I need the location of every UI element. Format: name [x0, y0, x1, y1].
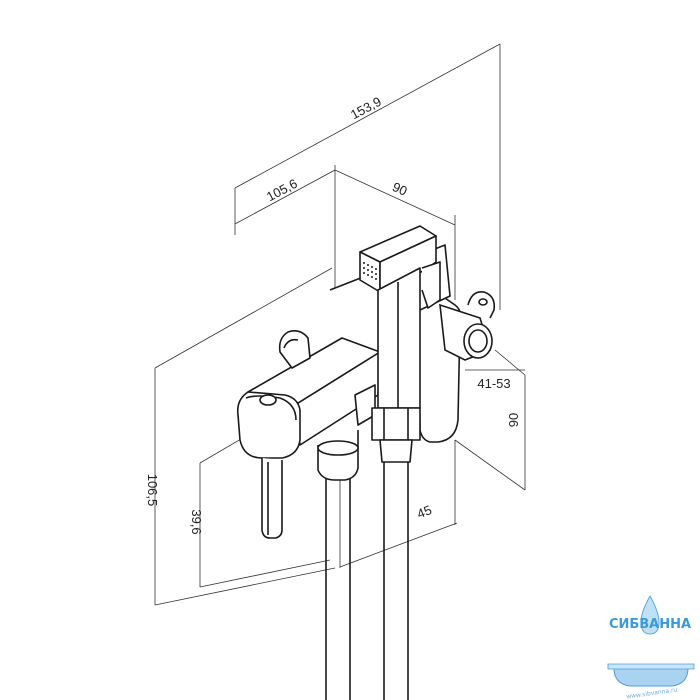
dim-total-height: 106,5 [145, 474, 160, 507]
dim-mount-height: 90 [506, 413, 521, 427]
hoses [325, 462, 409, 700]
wall-connection [439, 290, 496, 361]
nozzle-grid [363, 262, 377, 280]
dimension-lines [154, 43, 526, 606]
watermark-logo: СИБВАННА www.sibvanna.ru [607, 594, 695, 700]
dim-overall-width: 153,9 [348, 94, 384, 123]
watermark-url: www.sibvanna.ru [626, 686, 678, 700]
dim-body-width: 105,6 [264, 176, 300, 205]
watermark-brand: СИБВАННА [609, 617, 691, 632]
hand-shower [359, 225, 441, 463]
dim-lever-height: 39,6 [189, 509, 204, 534]
dim-offset: 45 [415, 502, 434, 521]
dim-pipe-range: 41-53 [477, 376, 510, 391]
dim-depth: 90 [390, 179, 409, 199]
